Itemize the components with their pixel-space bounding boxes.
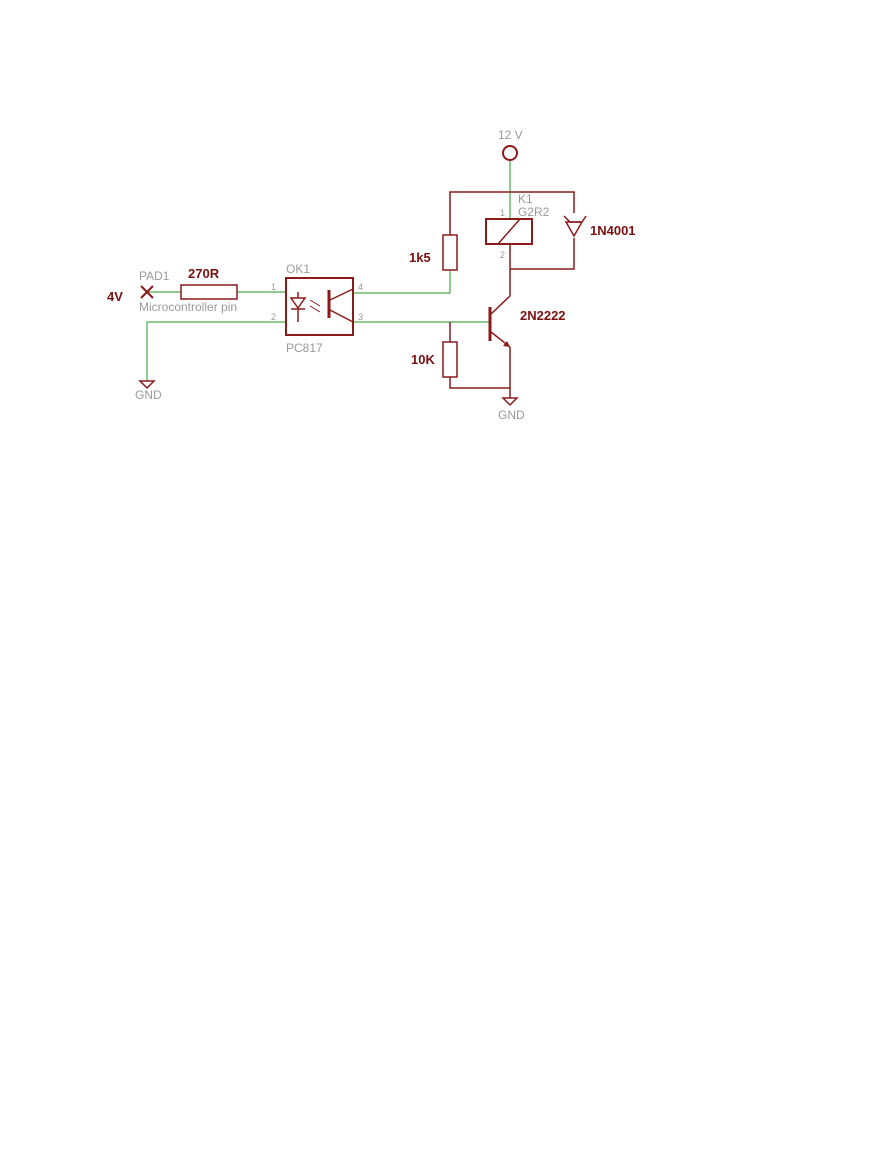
photo-collector [329, 288, 354, 301]
pulldown-bottom-lead [449, 377, 510, 389]
components [138, 145, 587, 407]
label-relay-pin2: 2 [500, 250, 505, 260]
diode-1n4001 [563, 215, 587, 238]
emitter-arrow [503, 341, 510, 347]
led-triangle [289, 297, 307, 310]
label-270r: 270R [188, 266, 220, 281]
label-10k: 10K [411, 352, 435, 367]
optocoupler-ok1 [285, 277, 354, 336]
relay-k1 [485, 218, 533, 296]
supply-12v-terminal [502, 145, 518, 161]
label-opto-pin3: 3 [358, 312, 363, 322]
transistor-collector [490, 295, 511, 315]
label-transistor: 2N2222 [520, 308, 566, 323]
labels: 12 V K1 G2R2 1 2 1N4001 1k5 10K 2N2222 O… [107, 128, 636, 422]
label-gnd-right: GND [498, 408, 525, 422]
label-pad-desc: Microcontroller pin [139, 300, 237, 314]
resistor-270r [180, 284, 238, 300]
label-relay-ref: K1 [518, 192, 533, 206]
gnd-symbol-left [138, 380, 156, 390]
label-relay-part: G2R2 [518, 205, 550, 219]
diode-body [564, 221, 584, 238]
label-opto-pin4: 4 [358, 282, 363, 292]
opto-body [285, 277, 354, 336]
wires [146, 160, 511, 381]
wire-opto2-to-gnd [146, 321, 286, 381]
diode-bar [563, 215, 587, 223]
pad1-marker [140, 285, 154, 299]
label-pad-ref: PAD1 [139, 269, 170, 283]
label-1k5: 1k5 [409, 250, 431, 265]
label-opto-part: PC817 [286, 341, 323, 355]
wire-opto4-to-1k5 [353, 270, 451, 294]
label-input-voltage: 4V [107, 289, 123, 304]
diode-return-rail [510, 238, 575, 270]
label-gnd-left: GND [135, 388, 162, 402]
resistor-1k5 [442, 234, 458, 271]
resistor-10k [442, 341, 458, 378]
transistor-2n2222 [488, 295, 511, 398]
pad-x-b [140, 285, 154, 299]
photo-emitter [329, 309, 354, 323]
label-opto-pin2: 2 [271, 312, 276, 322]
label-opto-pin1: 1 [271, 282, 276, 292]
label-diode: 1N4001 [590, 223, 636, 238]
light-arrow-a [309, 299, 321, 307]
relay-top-rail [449, 191, 575, 235]
relay-coil [485, 218, 533, 245]
gnd-symbol-right [501, 397, 519, 407]
label-relay-pin1: 1 [500, 208, 505, 218]
label-opto-ref: OK1 [286, 262, 310, 276]
light-arrow-b [309, 305, 321, 313]
relay-coil-slash [497, 218, 521, 245]
label-supply: 12 V [498, 128, 523, 142]
